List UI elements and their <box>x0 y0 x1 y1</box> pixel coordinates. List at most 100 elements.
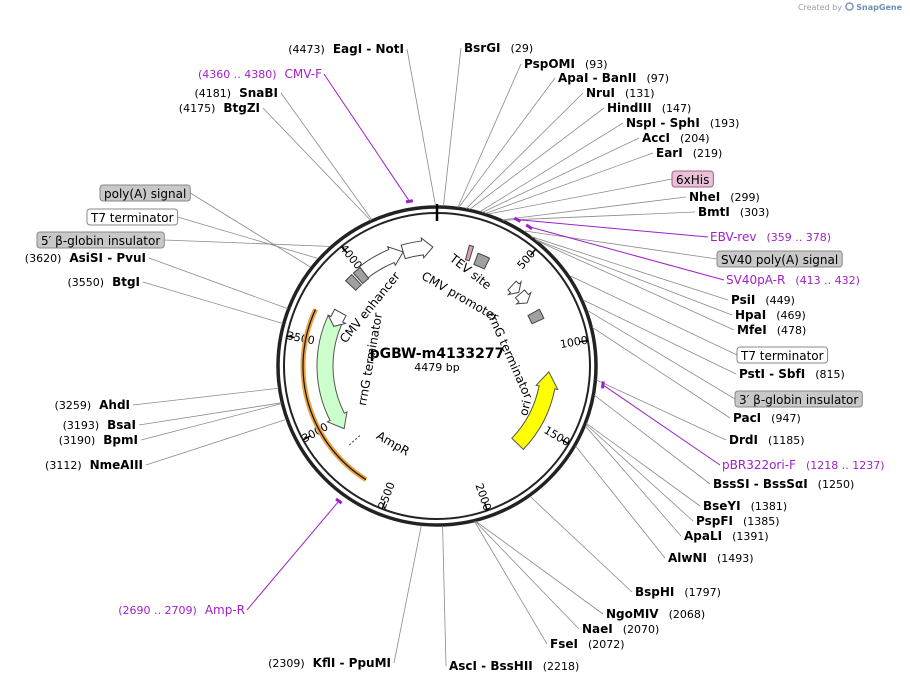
site-enzyme: NgoMIV <box>606 607 659 621</box>
restriction-site: ApaI - BanII (97) <box>558 71 669 85</box>
restriction-site: AlwNI(1493) <box>668 551 754 565</box>
primer-range: (2690 .. 2709) <box>118 604 197 617</box>
site-leader-line <box>575 445 666 559</box>
restriction-site: (3259)AhdI <box>55 398 130 412</box>
site-position: (93) <box>585 58 608 71</box>
site-position: (3259) <box>55 399 92 412</box>
site-leader-line <box>582 299 737 375</box>
restriction-site: HindIII(147) <box>607 101 691 115</box>
site-enzyme: AsiSI - PvuI <box>69 251 146 265</box>
site-leader-line <box>479 122 624 213</box>
feature-cmv-enhancer <box>358 246 404 279</box>
site-enzyme: NspI - SphI <box>626 116 700 130</box>
site-enzyme: EagI - NotI <box>333 42 404 56</box>
primer-binding-mark <box>513 216 522 223</box>
primer-range: (4360 .. 4380) <box>198 68 277 81</box>
site-enzyme: BtgI <box>112 275 140 289</box>
site-position: (204) <box>680 132 710 145</box>
primer-binding-mark <box>405 199 414 204</box>
callout-leader <box>164 239 330 247</box>
site-enzyme: PspFI <box>696 514 733 528</box>
site-leader-line <box>469 107 605 210</box>
site-position: (1385) <box>743 515 780 528</box>
site-position: (478) <box>777 324 807 337</box>
restriction-site: PacI(947) <box>733 411 801 425</box>
site-position: (449) <box>765 294 795 307</box>
site-enzyme: BmtI <box>698 205 730 219</box>
primer-binding-mark <box>335 497 343 505</box>
site-position: (815) <box>815 368 845 381</box>
site-position: (3620) <box>25 252 62 265</box>
site-leader-line <box>482 137 640 213</box>
feature-callout: SV40 poly(A) signal <box>524 230 843 268</box>
primer-range: (359 .. 378) <box>766 231 831 244</box>
restriction-site: FseI(2072) <box>550 637 625 651</box>
primer-range: (413 .. 432) <box>795 274 860 287</box>
site-leader-line <box>485 152 654 214</box>
ruler-tick <box>381 501 386 510</box>
callout-text: 5′ β-globin insulator <box>41 234 160 248</box>
site-position: (3190) <box>59 434 96 447</box>
site-leader-line <box>592 326 731 419</box>
snapgene-credit: Created by SnapGene <box>798 2 902 12</box>
feature-callout: T7 terminator <box>86 208 318 259</box>
site-enzyme: NaeI <box>582 622 613 636</box>
feature-ori <box>511 371 559 451</box>
site-position: (2218) <box>543 660 580 673</box>
primer-leader <box>529 226 725 281</box>
restriction-site: ApaLI(1391) <box>684 529 769 543</box>
primer-name: CMV-F <box>285 67 323 81</box>
restriction-site: PspFI (1385) <box>696 514 780 528</box>
site-position: (1250) <box>818 478 855 491</box>
feature-callouts: poly(A) signal T7 terminator 5′ β-globin i… <box>36 170 863 408</box>
site-enzyme: AccI <box>642 131 670 145</box>
site-leader-line <box>443 47 462 207</box>
features-layer <box>300 236 559 482</box>
restriction-site: DrdI(1185) <box>729 433 805 447</box>
site-leader-line <box>262 107 371 221</box>
restriction-site: NaeI(2070) <box>582 622 659 636</box>
callout-leader <box>190 192 311 268</box>
restriction-site: AccI (204) <box>642 131 710 145</box>
primer-leader <box>602 384 721 466</box>
site-leader-line <box>536 240 735 331</box>
site-position: (97) <box>647 72 670 85</box>
site-enzyme: DrdI <box>729 433 758 447</box>
site-leader-line <box>594 394 711 485</box>
site-leader-line <box>132 387 279 406</box>
ruler-tick <box>302 435 311 441</box>
ruler-tick <box>579 339 588 343</box>
site-leader-line <box>585 424 694 522</box>
restriction-site: NgoMIV(2068) <box>606 607 705 621</box>
primer-leader <box>323 73 410 202</box>
restriction-site: BseYI(1381) <box>703 499 787 513</box>
snapgene-icon <box>844 2 854 11</box>
site-enzyme: PacI <box>733 411 761 425</box>
site-position: (1797) <box>684 586 721 599</box>
site-leader-line <box>393 525 422 664</box>
callout-text: 3′ β-globin insulator <box>739 393 858 407</box>
primer-range: (1218 .. 1237) <box>806 459 885 472</box>
restriction-site: BmtI(303) <box>698 205 769 219</box>
site-leader-line <box>474 521 548 645</box>
site-enzyme: ApaI - BanII <box>558 71 637 85</box>
primer-name: Amp-R <box>205 603 245 617</box>
site-position: (2309) <box>268 657 305 670</box>
plasmid-size: 4479 bp <box>414 361 459 374</box>
site-leader-line <box>596 379 727 441</box>
restriction-site: (4175)BtgZI <box>179 101 260 115</box>
credit-brand: SnapGene <box>856 3 902 12</box>
callout-text: T7 terminator <box>90 211 174 225</box>
callout-text: poly(A) signal <box>104 187 186 201</box>
feature-tev-site <box>473 252 491 270</box>
restriction-site: NruI(131) <box>586 86 655 100</box>
feature-6xhis <box>464 244 475 262</box>
primer-leader <box>246 500 340 611</box>
primer-name: EBV-rev <box>710 230 756 244</box>
ruler-label: 1000 <box>559 334 589 351</box>
primer-label: pBR322ori-F(1218 .. 1237) <box>722 458 885 472</box>
credit-prefix: Created by <box>797 3 842 12</box>
callout-leader <box>177 216 318 259</box>
primer-amp-r-line <box>302 309 367 481</box>
